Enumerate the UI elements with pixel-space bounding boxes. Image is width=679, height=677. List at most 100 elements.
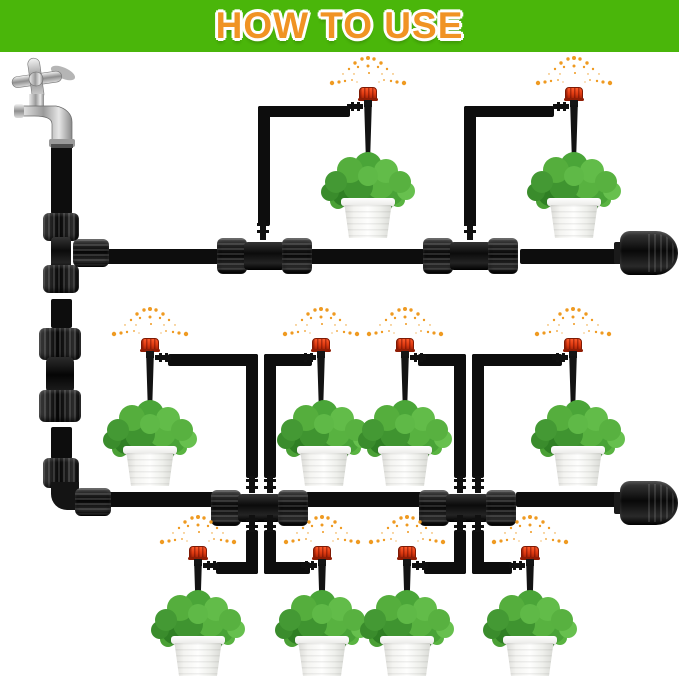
four-way-barbed-coupling — [419, 476, 516, 532]
sprinkler-barb — [553, 102, 569, 111]
tubing-segment — [308, 249, 426, 264]
plant-pot-rim — [378, 446, 432, 454]
barbed-tee-coupling — [217, 220, 312, 274]
dripper-barb — [472, 515, 484, 532]
tubing-segment — [516, 492, 618, 507]
dripper-barb — [472, 476, 484, 493]
tubing-segment — [216, 562, 258, 574]
sprinkler-neck — [318, 559, 326, 566]
sprinkler-barb — [301, 561, 317, 570]
plant-foliage — [314, 414, 334, 434]
spray-dots-icon — [528, 515, 532, 519]
tubing-segment — [246, 354, 258, 478]
tubing-segment — [168, 354, 258, 366]
coupling-body — [244, 242, 285, 270]
tubing-segment — [264, 562, 310, 574]
banner: HOW TO USE — [0, 0, 679, 52]
tee-side-outlet — [73, 239, 109, 267]
sprinkler-barb — [300, 353, 316, 362]
sprinkler-stake — [569, 356, 577, 414]
plant-foliage — [395, 414, 415, 434]
sprinkler-neck — [526, 559, 534, 566]
end-cap-body — [620, 481, 678, 525]
sprinkler-stake — [318, 564, 326, 622]
tubing-segment — [520, 249, 620, 264]
sprinkler-cap — [311, 338, 331, 352]
tee-top-nut — [43, 213, 79, 241]
sprinkler-neck — [569, 351, 577, 358]
sprinkler-barb — [509, 561, 525, 570]
tubing-segment — [258, 106, 350, 117]
dripper-barb — [264, 515, 276, 532]
plant-pot — [506, 643, 554, 676]
plant-foliage — [188, 604, 208, 624]
dripper-barb — [246, 515, 258, 532]
end-cap-collar — [614, 492, 623, 514]
plant-pot — [126, 453, 174, 486]
plant-foliage — [140, 414, 160, 434]
tee-body — [51, 237, 71, 271]
plant-pot-rim — [297, 446, 351, 454]
coupling-body — [46, 357, 74, 393]
elbow-body — [51, 482, 79, 510]
plant-foliage — [520, 604, 540, 624]
tubing-segment — [264, 354, 276, 478]
dripper-barb — [264, 476, 276, 493]
barbed-tee-coupling — [423, 220, 518, 274]
plant-pot-rim — [123, 446, 177, 454]
end-cap-collar — [614, 242, 623, 264]
elbow-connector — [41, 458, 111, 518]
coupling-nut — [282, 238, 312, 274]
sprinkler-stake — [401, 356, 409, 414]
plant-pot-rim — [341, 198, 395, 206]
end-cap — [614, 231, 678, 275]
plant-pot — [174, 643, 222, 676]
sprinkler-cap — [312, 546, 332, 560]
plant-pot — [550, 205, 598, 238]
spray-dots-icon — [320, 515, 324, 519]
sprinkler-neck — [317, 351, 325, 358]
sprinkler-neck — [570, 100, 578, 107]
plant-pot — [298, 643, 346, 676]
sprinkler-barb — [552, 353, 568, 362]
end-cap-body — [620, 231, 678, 275]
dripper-barb — [464, 220, 476, 240]
sprinkler-barb — [203, 561, 219, 570]
plant-pot — [383, 643, 431, 676]
spray-dots-icon — [148, 307, 152, 311]
plant-pot — [381, 453, 429, 486]
spray-dots-icon — [572, 56, 576, 60]
faucet-handle-icon — [11, 57, 76, 101]
plant-foliage — [312, 604, 332, 624]
tubing-segment — [51, 146, 72, 214]
tee-connector — [41, 213, 111, 295]
coupling-nut — [211, 490, 241, 526]
tubing-segment — [306, 492, 422, 507]
sprinkler-stake — [364, 105, 372, 163]
plant-pot-rim — [551, 446, 605, 454]
coupling-nut — [278, 490, 308, 526]
sprinkler-cap — [564, 87, 584, 101]
sprinkler-barb — [410, 353, 426, 362]
coupling-nut — [488, 238, 518, 274]
dripper-barb — [257, 220, 269, 240]
end-cap — [614, 481, 678, 525]
tubing-segment — [51, 427, 72, 459]
tubing-segment — [424, 562, 466, 574]
tubing-segment — [472, 354, 562, 366]
sprinkler-cap — [140, 338, 160, 352]
plant-foliage — [564, 166, 584, 186]
spray-dots-icon — [571, 307, 575, 311]
spray-dots-icon — [196, 515, 200, 519]
sprinkler-stake — [194, 564, 202, 622]
sprinkler-barb — [412, 561, 428, 570]
plant-pot-rim — [547, 198, 601, 206]
coupling-nut — [217, 238, 247, 274]
sprinkler-cap — [395, 338, 415, 352]
sprinkler-neck — [146, 351, 154, 358]
sprinkler-barb — [155, 353, 171, 362]
four-way-barbed-coupling — [211, 476, 308, 532]
sprinkler-cap — [520, 546, 540, 560]
plant-pot-rim — [295, 636, 349, 644]
